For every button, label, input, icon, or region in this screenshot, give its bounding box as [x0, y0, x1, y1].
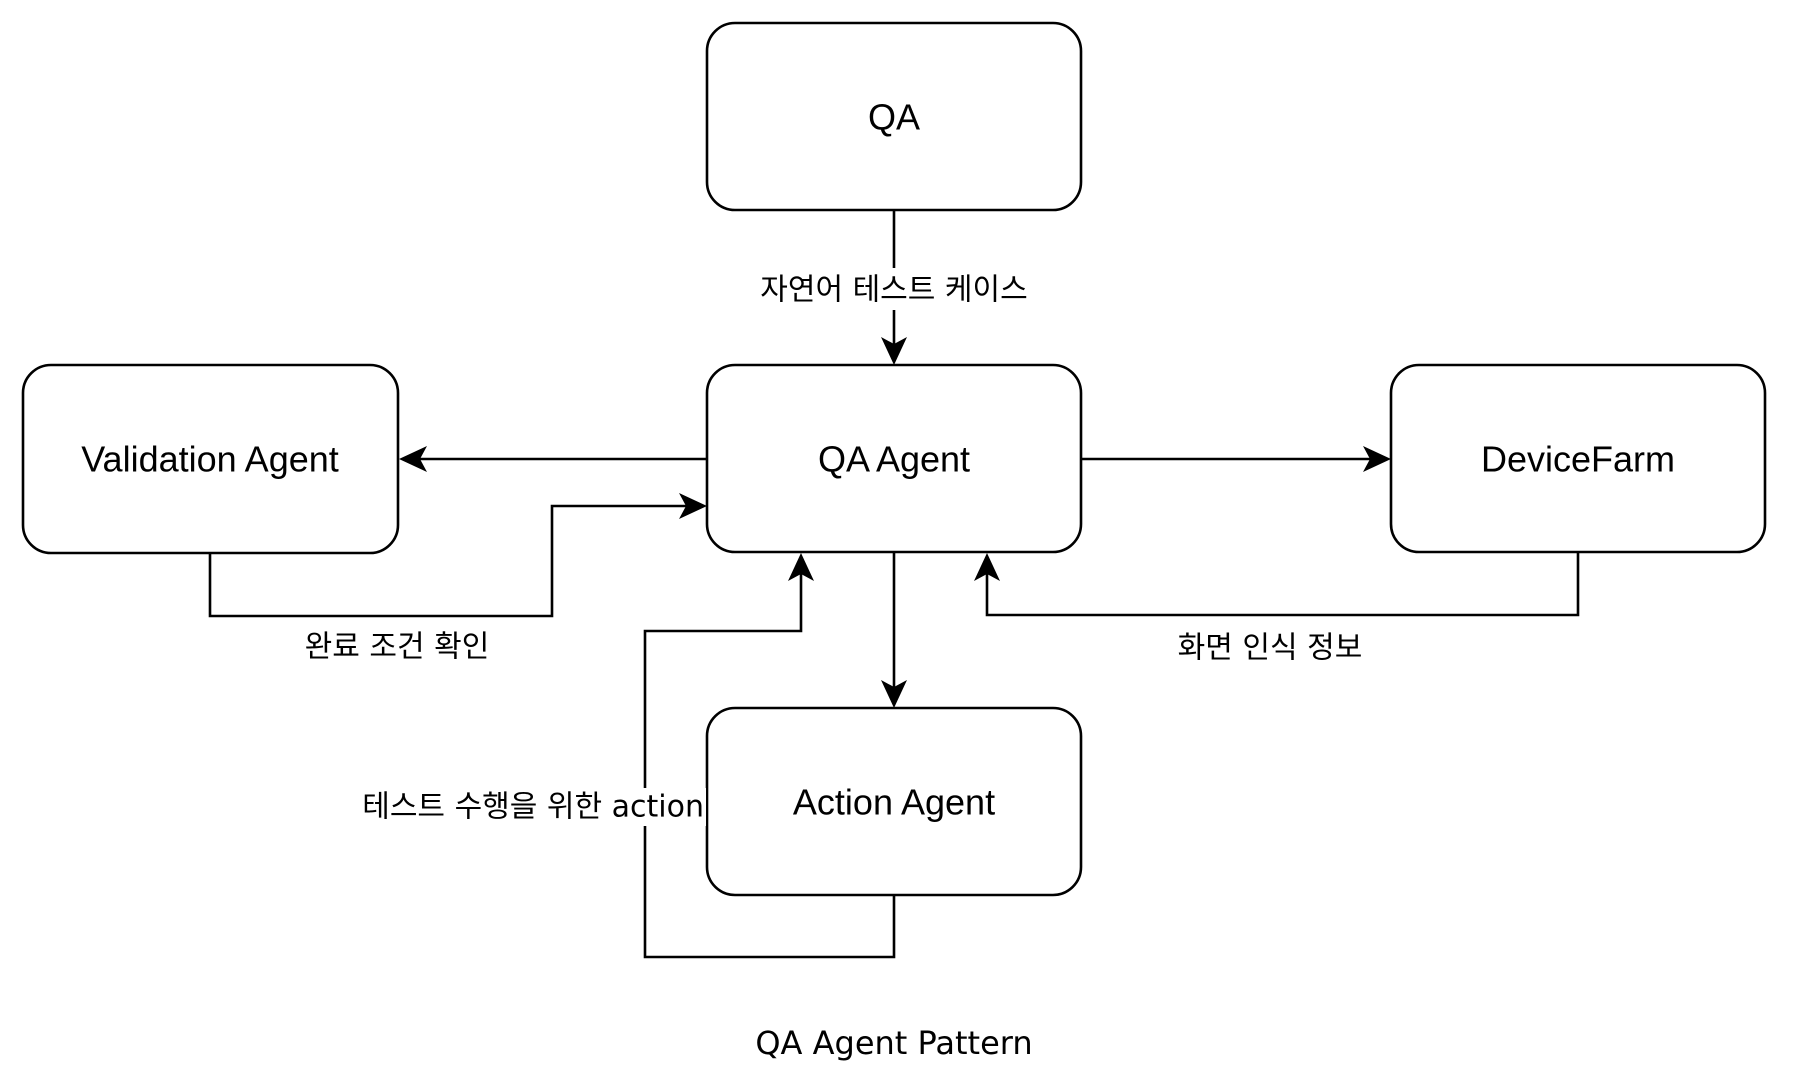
- node-device-farm-box: [1389, 363, 1767, 554]
- edge-label-screen-recognition-info: 화면 인식 정보: [1178, 631, 1363, 666]
- edge-label-test-action: 테스트 수행을 위한 action: [362, 790, 704, 825]
- edge-label-background: [750, 268, 1040, 310]
- node-qa-agent[interactable]: QA Agent: [705, 363, 1083, 554]
- edge-validation-agent-to-qa-agent: [208, 493, 707, 618]
- diagram-caption: QA Agent Pattern: [755, 1024, 1032, 1062]
- node-qa[interactable]: QA: [705, 21, 1083, 212]
- node-qa-box: [705, 21, 1083, 212]
- arrowhead-up: [788, 553, 814, 581]
- node-device-farm[interactable]: DeviceFarm: [1389, 363, 1767, 554]
- node-action-agent[interactable]: Action Agent: [705, 706, 1083, 897]
- node-qa-agent-label: QA Agent: [818, 439, 970, 480]
- arrowhead-right: [1363, 446, 1391, 472]
- edge-qa-agent-to-validation-agent: [399, 446, 707, 472]
- node-qa-label: QA: [868, 97, 920, 138]
- node-qa-agent-box: [705, 363, 1083, 554]
- arrowhead-left: [399, 446, 427, 472]
- node-validation-agent-box: [21, 363, 400, 555]
- arrowhead-up: [974, 553, 1000, 581]
- edge-qa-agent-to-device-farm: [1081, 446, 1391, 472]
- node-validation-agent[interactable]: Validation Agent: [21, 363, 400, 555]
- arrowhead-down: [881, 680, 907, 708]
- edge-label-background: [630, 788, 706, 826]
- node-action-agent-label: Action Agent: [793, 782, 995, 823]
- arrowhead-right: [679, 493, 707, 519]
- node-action-agent-box: [705, 706, 1083, 897]
- node-device-farm-label: DeviceFarm: [1481, 439, 1675, 480]
- edge-device-farm-to-qa-agent: [974, 552, 1580, 617]
- edge-label-natural-language-test-case: 자연어 테스트 케이스: [760, 273, 1027, 308]
- edge-qa-agent-to-action-agent: [881, 552, 907, 708]
- arrowhead-down: [881, 337, 907, 365]
- node-validation-agent-label: Validation Agent: [81, 439, 339, 480]
- edge-label-completion-check: 완료 조건 확인: [305, 630, 490, 665]
